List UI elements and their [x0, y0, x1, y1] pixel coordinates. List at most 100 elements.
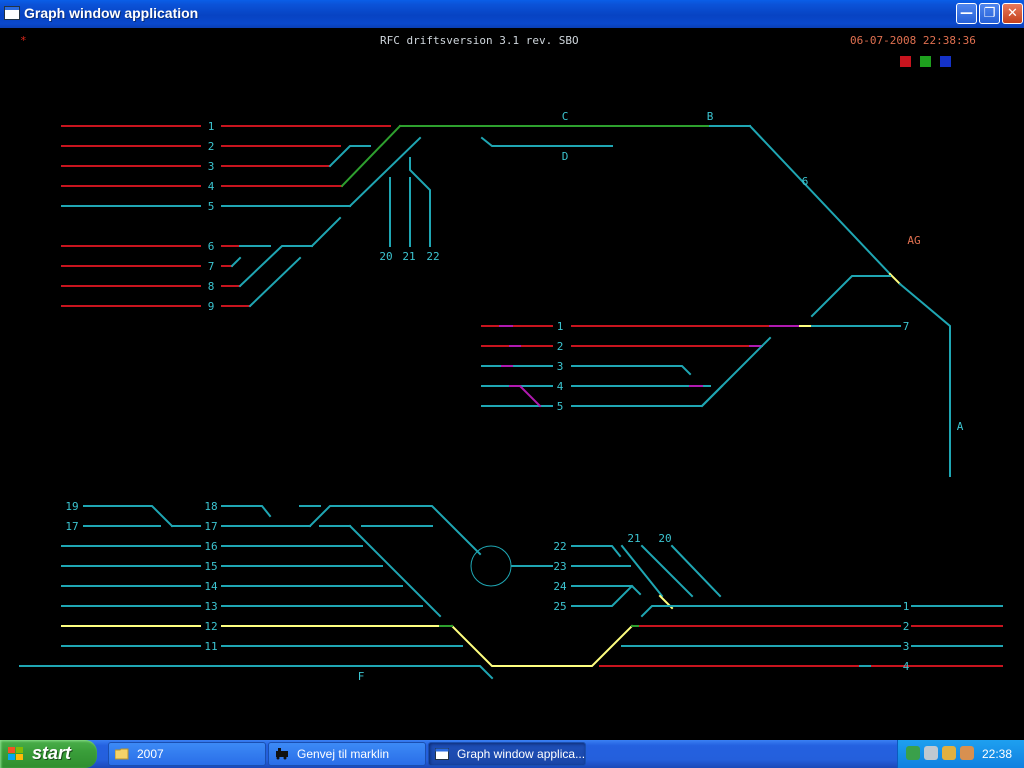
task-label-graph: Graph window applica... [457, 747, 586, 761]
label-c: C [562, 110, 569, 123]
restore-button[interactable]: ❐ [979, 3, 1000, 24]
connector-3 [328, 145, 371, 168]
label-yard-17: 17 [204, 520, 217, 533]
task-folder-2007[interactable]: 2007 [108, 742, 266, 766]
restore-icon: ❐ [983, 6, 996, 21]
windows-logo-icon [8, 747, 23, 760]
label-yard-15: 15 [204, 560, 217, 573]
line-a [898, 282, 951, 477]
exit-1-left [640, 605, 901, 618]
label-yard-25: 25 [553, 600, 566, 613]
connector-6 [310, 216, 342, 248]
yard-17-curve [308, 505, 482, 556]
label-mid-5: 5 [557, 400, 564, 413]
label-yard-12: 12 [204, 620, 217, 633]
connector-9 [248, 256, 302, 308]
datetime-display: 06-07-2008 22:38:36 [850, 34, 976, 47]
label-d: D [562, 150, 569, 163]
folder-icon [115, 748, 129, 760]
yard-r-20 [670, 544, 722, 598]
legend-blue-square[interactable] [940, 56, 951, 67]
legend-red-square[interactable] [900, 56, 911, 67]
label-yard-22: 22 [553, 540, 566, 553]
track-diagram-canvas[interactable]: * RFC driftsversion 3.1 rev. SBO 06-07-2… [0, 28, 1024, 740]
track-layout[interactable]: 1 2 3 4 5 6 7 8 9 C D B 6 AG A 20 21 22 … [0, 28, 1024, 740]
reserved-route-12 [450, 624, 634, 667]
route-diagonal-4 [340, 124, 402, 188]
label-mid-1: 1 [557, 320, 564, 333]
shield-icon[interactable] [960, 746, 974, 760]
left-track-group [61, 124, 431, 308]
label-left-8: 8 [208, 280, 215, 293]
task-label-marklin: Genvej til marklin [297, 747, 390, 761]
yard-r-22 [571, 545, 622, 558]
line-f [19, 665, 494, 680]
label-left-2: 2 [208, 140, 215, 153]
task-graph-window[interactable]: Graph window applica... [428, 742, 586, 766]
window-icon [435, 748, 449, 760]
label-yard-20: 20 [658, 532, 671, 545]
app-window-icon [4, 6, 20, 20]
connector-ag [810, 275, 891, 318]
label-yard-21: 21 [627, 532, 640, 545]
label-siding-20: 20 [379, 250, 392, 263]
connector-7 [230, 256, 242, 268]
window-title: Graph window application [24, 5, 199, 21]
task-marklin-shortcut[interactable]: Genvej til marklin [268, 742, 426, 766]
label-yard-24: 24 [553, 580, 567, 593]
start-button[interactable]: start [0, 740, 97, 768]
minimize-button[interactable]: — [956, 3, 977, 24]
label-yard-23: 23 [553, 560, 566, 573]
system-tray: 22:38 [897, 740, 1024, 768]
connector-8 [238, 245, 313, 288]
label-exit-2: 2 [903, 620, 910, 633]
label-mid-7: 7 [903, 320, 910, 333]
start-label: start [32, 743, 72, 763]
mid-track-group [481, 325, 901, 408]
siding-22 [409, 157, 431, 247]
turntable [470, 545, 512, 587]
label-mid-4: 4 [557, 380, 564, 393]
task-label-2007: 2007 [137, 747, 164, 761]
label-yard-14: 14 [204, 580, 218, 593]
minimize-icon: — [960, 6, 973, 21]
label-left-4: 4 [208, 180, 215, 193]
yard-19 [83, 505, 174, 528]
program-title: RFC driftsversion 3.1 rev. SBO [380, 34, 579, 47]
label-siding-21: 21 [402, 250, 415, 263]
connection-icon[interactable] [942, 746, 956, 760]
network-icon[interactable] [906, 746, 920, 760]
mid-track-3-right [571, 365, 692, 376]
label-yard-18: 18 [204, 500, 217, 513]
label-left-9: 9 [208, 300, 215, 313]
label-yard-11: 11 [204, 640, 217, 653]
label-left-7: 7 [208, 260, 215, 273]
label-exit-4: 4 [903, 660, 910, 673]
label-6: 6 [802, 175, 809, 188]
connector-5 [348, 136, 422, 208]
mid-diagonal [700, 336, 772, 408]
title-bar: Graph window application — ❐ ✕ [0, 0, 1024, 29]
close-button[interactable]: ✕ [1002, 3, 1023, 24]
label-left-5: 5 [208, 200, 215, 213]
label-mid-2: 2 [557, 340, 564, 353]
label-yard-19: 19 [65, 500, 78, 513]
yard-ladder [348, 524, 442, 618]
label-mid-3: 3 [557, 360, 564, 373]
legend-green-square[interactable] [920, 56, 931, 67]
yard-track-group [19, 505, 1003, 680]
label-f: F [358, 670, 365, 683]
train-icon [276, 748, 288, 760]
reserved-ag [888, 272, 902, 286]
label-ag: AG [907, 234, 920, 247]
label-exit-3: 3 [903, 640, 910, 653]
label-exit-1: 1 [903, 600, 910, 613]
alert-marker: * [20, 34, 27, 47]
branch-d [480, 136, 613, 147]
label-a: A [957, 420, 964, 433]
label-left-3: 3 [208, 160, 215, 173]
clock[interactable]: 22:38 [981, 747, 1012, 761]
mid-track-5-right [571, 384, 724, 407]
speaker-icon[interactable] [924, 746, 938, 760]
label-left-1: 1 [208, 120, 215, 133]
